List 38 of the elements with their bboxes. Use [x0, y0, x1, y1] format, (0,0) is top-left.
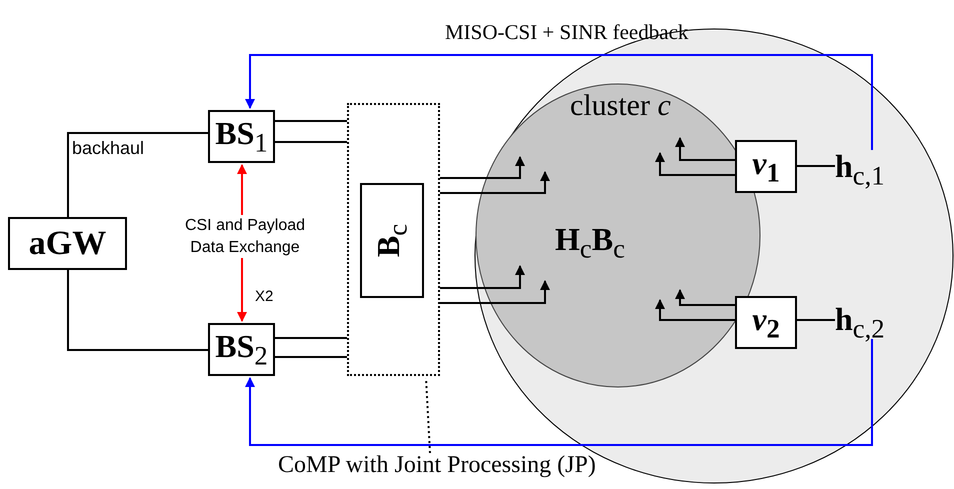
connector-line	[797, 165, 835, 167]
arrow	[440, 171, 550, 194]
edge-label: MISO-CSI + SINR feedback	[445, 20, 688, 45]
arrow	[440, 280, 550, 304]
base-station-box	[208, 323, 275, 376]
arrow	[245, 339, 873, 446]
user-box	[735, 296, 797, 349]
connector-line	[275, 337, 347, 339]
base-station-label: BS$_{2}$	[215, 330, 268, 370]
gateway-label: aGW	[28, 226, 106, 260]
cluster-label: cluster c	[570, 91, 671, 121]
connector-line	[275, 356, 347, 358]
connector-line	[67, 270, 208, 351]
base-station-box	[208, 110, 275, 163]
precoder-box	[360, 183, 424, 298]
arrow	[440, 156, 525, 179]
connector-line	[275, 141, 347, 143]
caption-text: CoMP with Joint Processing (JP)	[278, 453, 730, 483]
arrow	[675, 289, 735, 306]
arrow	[440, 265, 525, 289]
user-label: v$_{2}$	[752, 302, 780, 342]
user-label: v$_{1}$	[752, 146, 780, 186]
arrow	[675, 137, 735, 161]
user-box	[735, 140, 797, 193]
gateway-box	[8, 217, 127, 270]
arrow	[655, 299, 735, 321]
processing-box	[347, 103, 440, 376]
connector-line	[797, 319, 835, 321]
connector-line	[275, 120, 347, 122]
base-station-label: BS$_{1}$	[215, 116, 268, 156]
channel-vector-label: h$_{c,1}$	[835, 150, 925, 186]
arrow	[655, 152, 735, 176]
connector-line	[67, 132, 208, 217]
link-label: backhaul	[72, 138, 144, 159]
channel-vector-label: h$_{c,2}$	[835, 303, 925, 339]
channel-label: H$_{c}$B$_{c}$	[555, 223, 625, 262]
arrow	[245, 54, 873, 150]
interface-label: X2	[255, 288, 274, 305]
